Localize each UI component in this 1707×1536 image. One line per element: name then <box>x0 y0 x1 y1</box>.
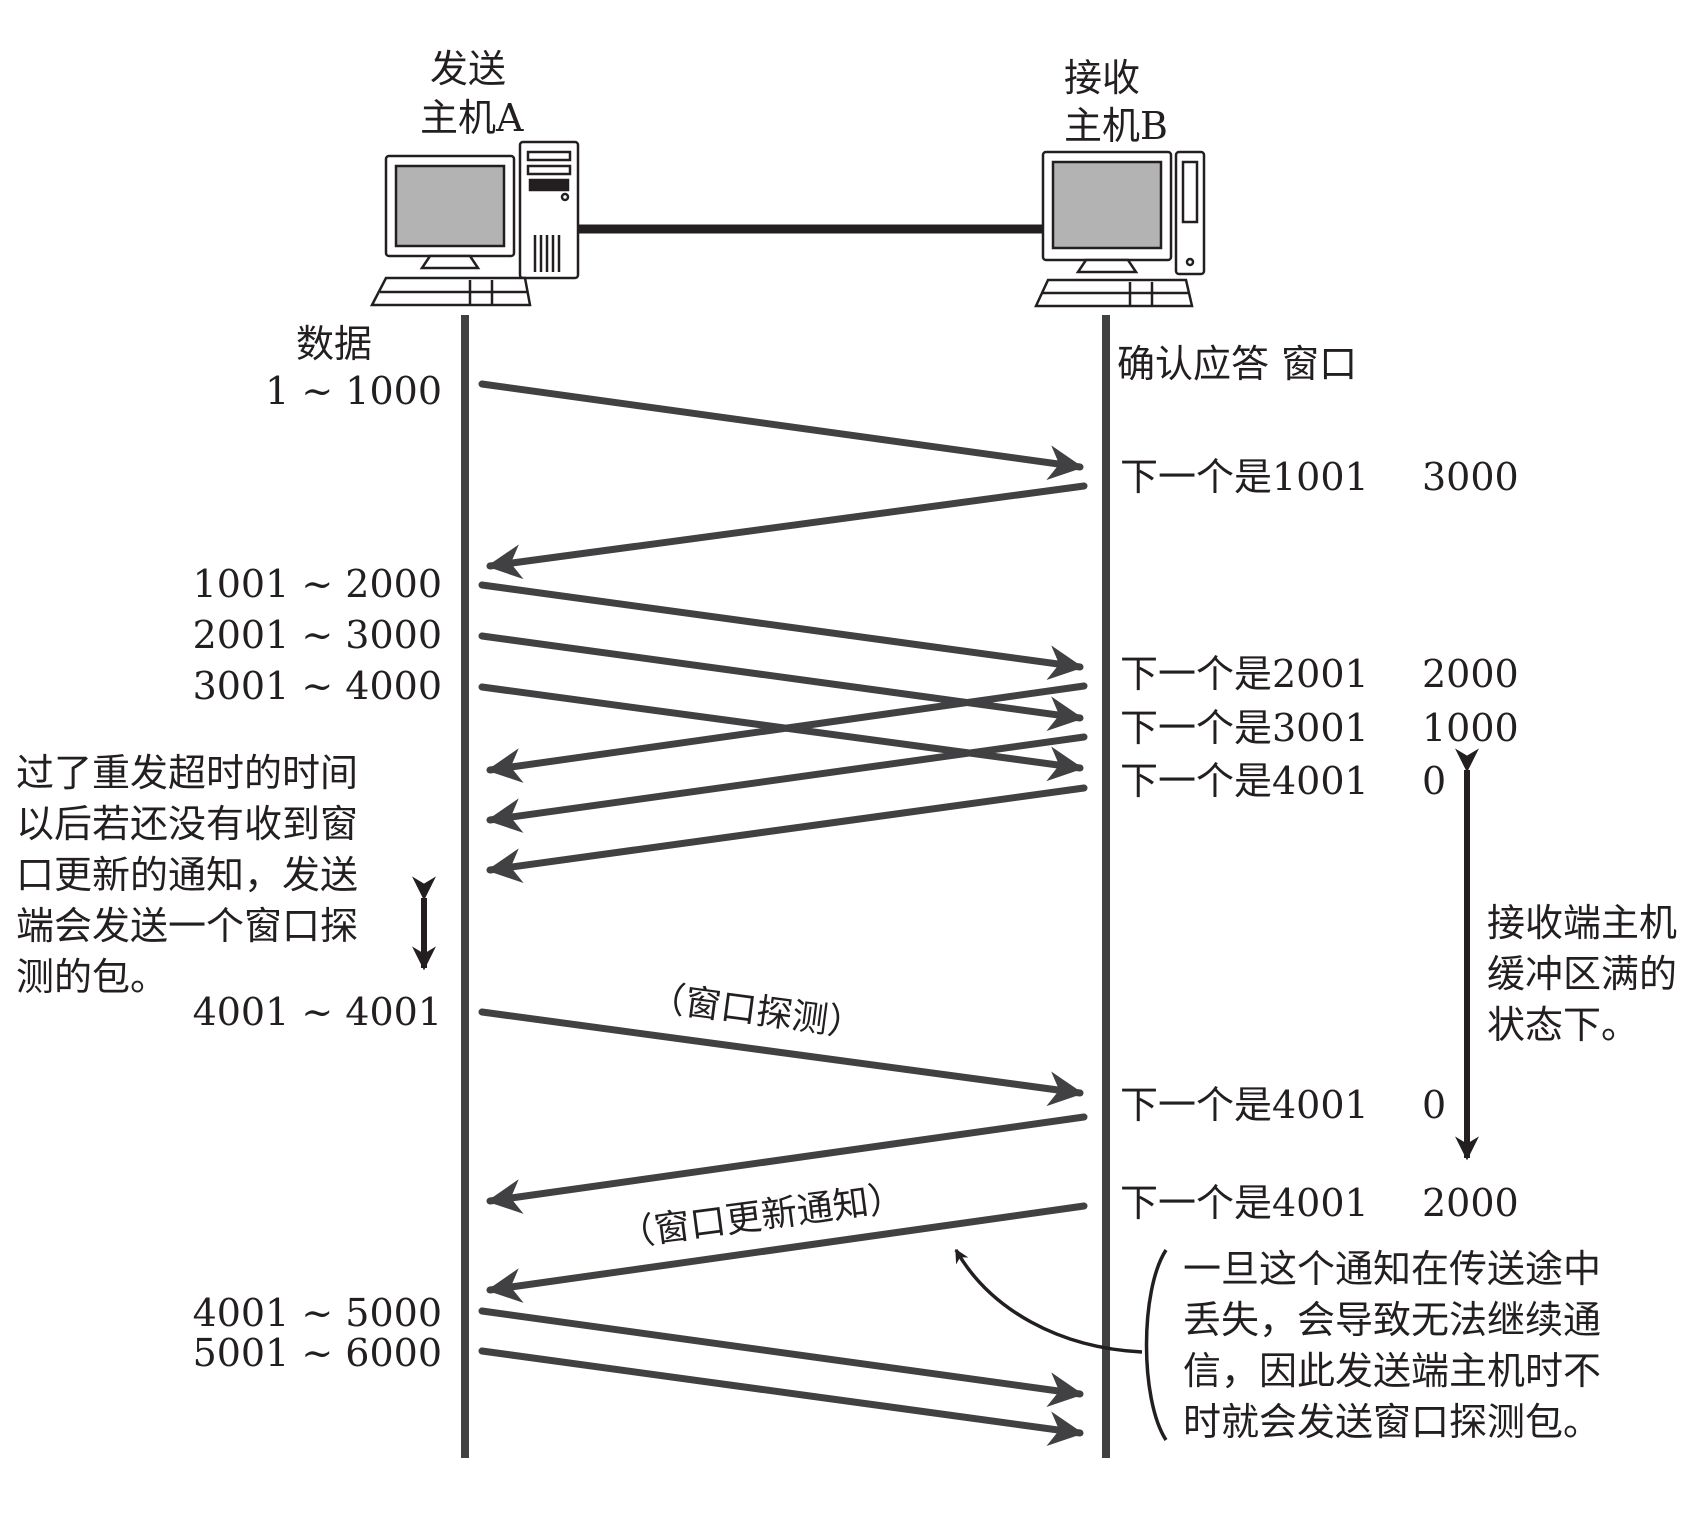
data-range-label: 1001 ~ 2000 <box>192 562 442 606</box>
data-range-label: 1 ~ 1000 <box>265 369 442 413</box>
sender-computer-icon <box>369 140 580 307</box>
arrow-data-1-1000 <box>478 380 1084 481</box>
window-size-value: 0 <box>1422 1083 1447 1127</box>
buffer-full-note: 接收端主机 缓冲区满的 状态下。 <box>1487 901 1678 1047</box>
arrow-ack-3001 <box>486 733 1088 833</box>
window-size-value: 0 <box>1422 759 1447 803</box>
lost-notification-note: 一旦这个通知在传送途中 丢失，会导致无法继续通 信，因此发送端主机时不 时就会发… <box>1183 1247 1602 1444</box>
data-range-label: 3001 ~ 4000 <box>192 664 442 708</box>
ack-label: 下一个是1001 <box>1120 455 1369 499</box>
ack-label: 下一个是3001 <box>1120 706 1369 750</box>
ack-window-column-header: 确认应答 窗口 <box>1117 342 1358 386</box>
note-bracket <box>1144 1249 1168 1441</box>
arrow-data-1001-2000 <box>478 581 1084 681</box>
window-size-value: 2000 <box>1422 1181 1519 1225</box>
arrow-ack-4001-probe-reply <box>486 1113 1088 1214</box>
data-column-header: 数据 <box>296 322 373 366</box>
receiver-computer-icon <box>1034 150 1206 308</box>
data-range-label: 2001 ~ 3000 <box>192 613 442 657</box>
ack-label: 下一个是4001 <box>1120 1083 1369 1127</box>
arrow-ack-1001 <box>486 482 1088 580</box>
receiver-host-label-line1: 接收 <box>1064 56 1141 100</box>
sender-host-label-line1: 发送 <box>430 47 507 91</box>
data-range-label: 4001 ~ 4001 <box>192 990 442 1034</box>
arrow-data-4001-5000 <box>478 1307 1084 1408</box>
update-arrow-label: （窗口更新通知） <box>616 1177 907 1255</box>
ack-label: 下一个是2001 <box>1120 652 1369 696</box>
receiver-host-label-line2: 主机B <box>1064 104 1168 148</box>
data-range-label: 5001 ~ 6000 <box>192 1331 442 1375</box>
window-size-value: 1000 <box>1422 706 1519 750</box>
arrow-window-probe <box>478 1008 1084 1107</box>
ack-label: 下一个是4001 <box>1120 1181 1369 1225</box>
arrow-data-2001-3000 <box>478 632 1084 732</box>
arrow-ack-2001 <box>486 682 1088 783</box>
arrow-ack-4001-window-0 <box>486 784 1088 884</box>
arrow-window-update <box>486 1202 1088 1303</box>
data-range-label: 4001 ~ 5000 <box>192 1291 442 1335</box>
timeout-probe-note: 过了重发超时的时间 以后若还没有收到窗 口更新的通知，发送 端会发送一个窗口探 … <box>16 751 359 999</box>
ack-label: 下一个是4001 <box>1120 759 1369 803</box>
arrow-data-5001-6000 <box>478 1347 1084 1447</box>
window-size-value: 3000 <box>1422 455 1519 499</box>
window-size-value: 2000 <box>1422 652 1519 696</box>
pointer-curved-arrow <box>954 1248 1143 1354</box>
sender-host-label-line2: 主机A <box>420 96 524 140</box>
